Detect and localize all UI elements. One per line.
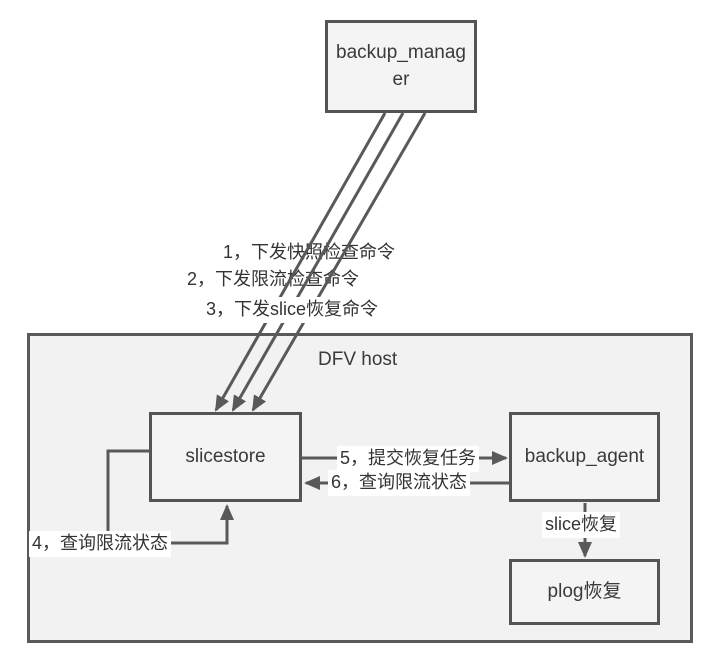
- node-backup-agent: backup_agent: [509, 412, 660, 502]
- edge-label-step2: 2，下发限流检查命令: [187, 269, 360, 289]
- edge-label-slice-restore: slice恢复: [542, 512, 621, 538]
- dfv-host-label: DFV host: [318, 349, 398, 370]
- node-backup-manager: backup_manager: [325, 20, 477, 113]
- edge-label-step4: 4，查询限流状态: [29, 531, 172, 557]
- edge-label-step6: 6，查询限流状态: [328, 470, 471, 496]
- edge-label-step5: 5，提交恢复任务: [337, 446, 480, 472]
- node-slicestore-label: slicestore: [185, 445, 266, 467]
- node-backup-manager-label: backup_manager: [336, 41, 466, 90]
- node-plog-restore-label: plog恢复: [547, 580, 622, 602]
- edge-label-step3: 3，下发slice恢复命令: [203, 297, 382, 323]
- node-slicestore: slicestore: [149, 412, 302, 502]
- node-backup-agent-label: backup_agent: [524, 445, 645, 467]
- edge-label-step1: 1，下发快照检查命令: [223, 242, 396, 262]
- node-plog-restore: plog恢复: [509, 559, 660, 625]
